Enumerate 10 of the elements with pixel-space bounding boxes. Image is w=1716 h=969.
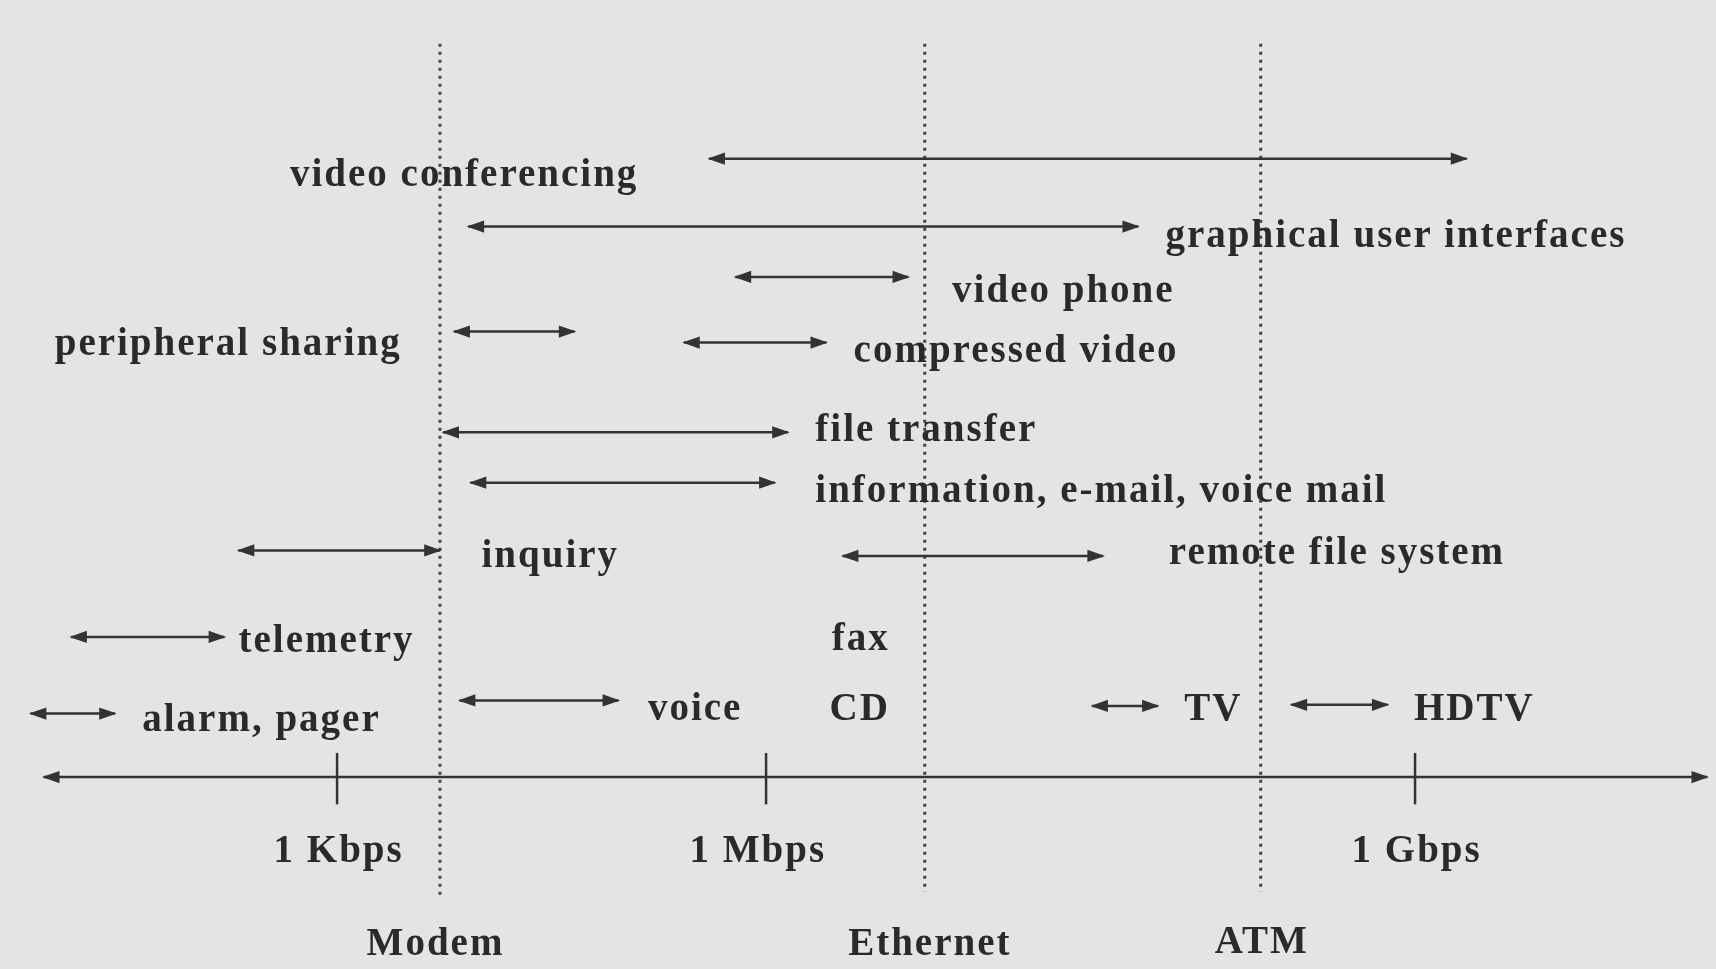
network-label: Modem [366, 921, 505, 961]
application-label: CD [829, 686, 890, 726]
application-label: file transfer [815, 407, 1038, 447]
network-label: Ethernet [848, 921, 1012, 961]
application-label: voice [647, 686, 743, 726]
application-label: information, e-mail, voice mail [815, 468, 1388, 508]
network-label: ATM [1214, 919, 1309, 959]
application-label: TV [1184, 686, 1243, 726]
application-label: fax [831, 616, 890, 656]
application-label: HDTV [1413, 686, 1535, 726]
